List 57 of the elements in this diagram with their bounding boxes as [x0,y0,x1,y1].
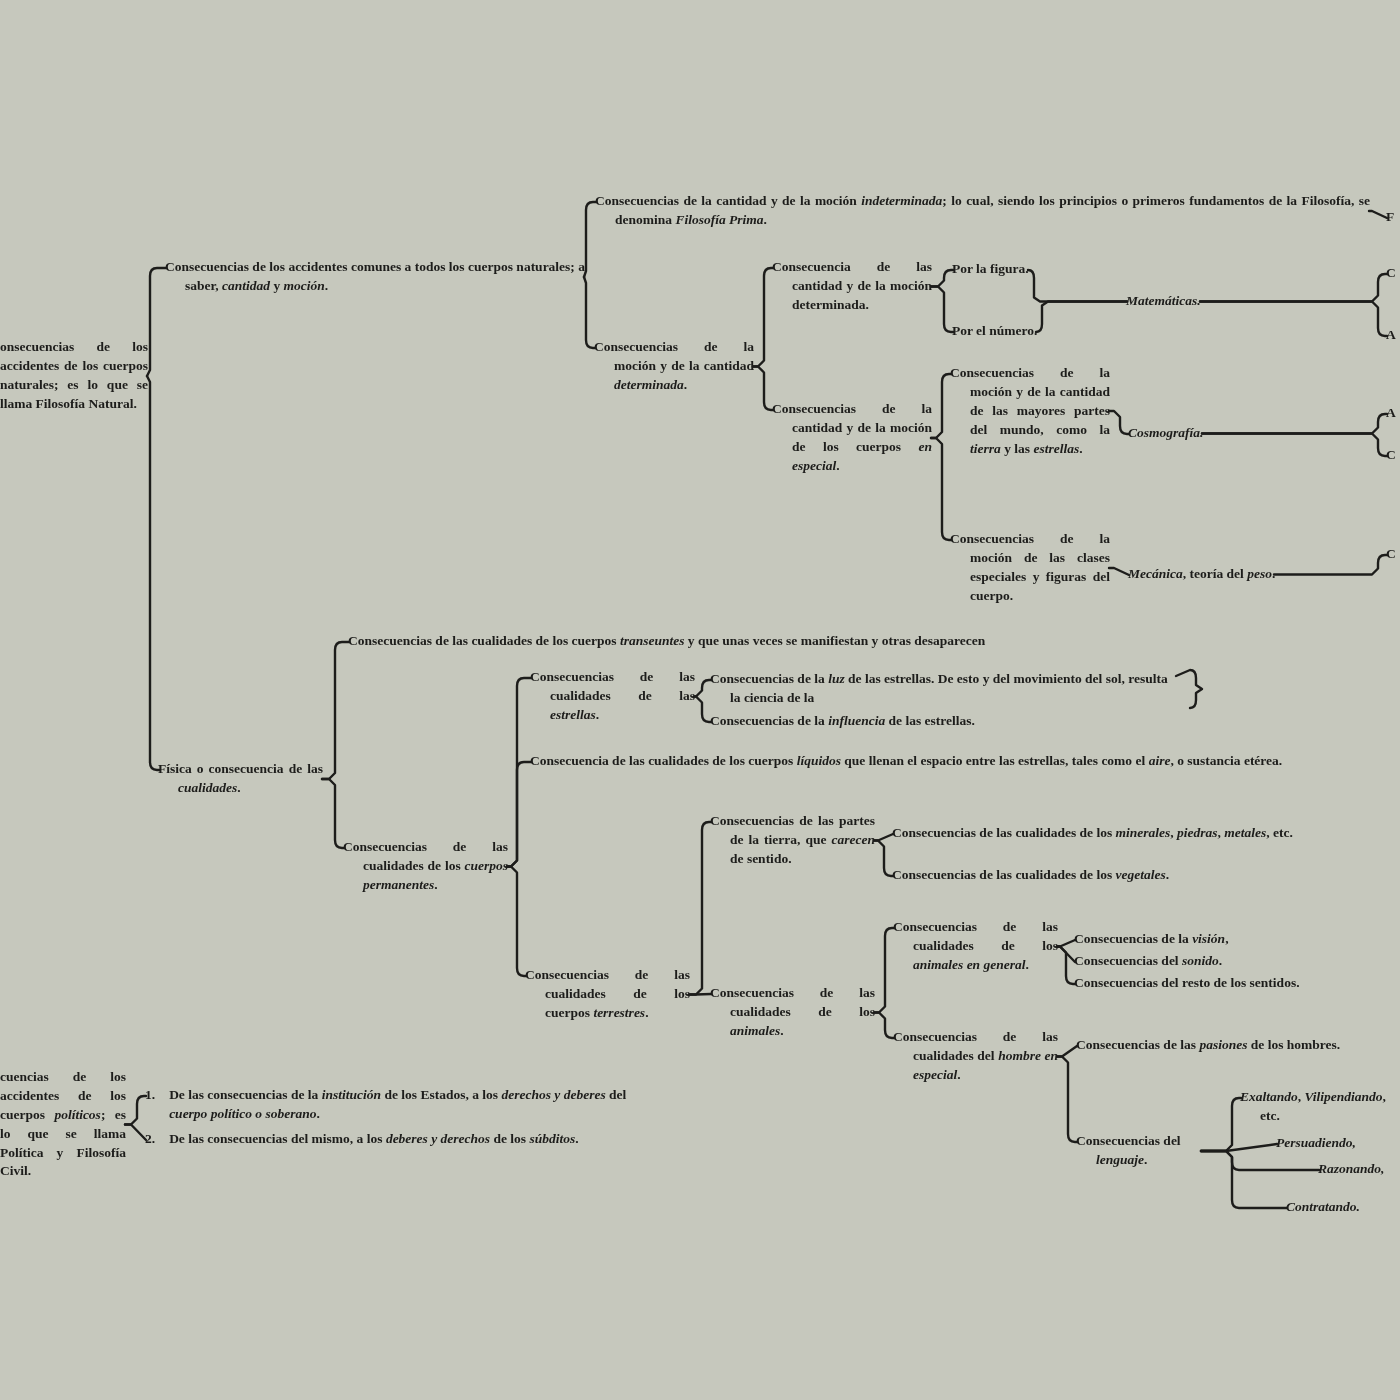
item-number: 1. [145,1086,156,1104]
entry-text: Consecuencia de las cantidad y de la moción determinada. [772,258,932,314]
brace [1174,668,1204,710]
entry-text: Consecuencias de la visión, [1074,930,1229,948]
entry-text: Consecuencias de las cualidades de los animales en general. [893,918,1058,974]
entry-text: Consecuencias del lenguaje. [1076,1132,1182,1169]
entry-text: De las consecuencias del mismo, a los deberes y derechos de los súbditos. [169,1130,580,1148]
entry-text: Matemáticas. [1126,292,1201,310]
entry-text: Física o consecuencia de las cualidades. [158,760,323,797]
entry-text: Consecuencias de la moción y de la cantidad determinada. [594,338,754,394]
entry-text: onsecuencias de los accidentes de los cuerpos naturales; es lo que se llama Filosofía Natural. [0,338,148,413]
entry-text: Consecuencias del sonido. [1074,952,1223,970]
brace [1034,300,1129,334]
entry-text: Exaltando, Vilipendiando, etc. [1240,1088,1387,1125]
entry-text: Consecuencias de las cualidades de los animales. [710,984,875,1040]
brace [872,1011,896,1040]
entry-text: Razonando, [1318,1160,1385,1178]
entry-text: Consecuencias de las cualidades de los minerales, piedras, metales, etc. [892,824,1294,842]
entry-text: Consecuencias de las cualidades de los cuerpos transeuntes y que unas veces se manifiestan y otras desaparecen [348,632,987,650]
entry-text: Consecuencias de los accidentes comunes a todos los cuerpos naturales; a saber, cantidad y moción. [165,258,585,295]
item-number: 2. [145,1130,156,1148]
entry-text: Consecuencias de la moción de las clases especiales y figuras del cuerpo. [950,530,1110,605]
entry-text: Consecuencias de la luz de las estrellas. De esto y del movimiento del sol, resulta la ciencia de la [710,670,1169,707]
brace [1200,432,1389,458]
brace [1199,1149,1289,1210]
entry-text: Por el número. [952,322,1038,340]
entry-text: A [1386,404,1396,422]
entry-text: Consecuencias de las cualidades de los cuerpos permanentes. [343,838,508,894]
brace [123,1123,148,1142]
entry-text: Consecuencias de la cantidad y de la moción indeterminada; lo cual, siendo los principios o primeros fundamentos de la Filosofía, se denomina Filosofía Prima. [595,192,1370,229]
entry-text: Consecuencias de la influencia de las estrellas. [710,712,975,730]
brace [1055,945,1077,986]
entry-text: Por la figura. [952,260,1029,278]
entry-text: Consecuencias de las pasiones de los hombres. [1076,1036,1342,1054]
entry-text: Consecuencia de las cualidades de los cuerpos líquidos que llenan el espacio entre las estrellas, tales como el aire, o sustancia etérea. [530,752,1284,770]
entry-text: Contratando. [1286,1198,1360,1216]
brace [1107,566,1131,577]
entry-text: F [1386,208,1395,226]
entry-text: Consecuencias de la moción y de la cantidad de las mayores partes del mundo, como la tierra y las estrellas. [950,364,1110,458]
brace [692,695,713,724]
entry-text: Consecuencias de las partes de la tierra, que carecen de sentido. [710,812,875,868]
entry-text: Mecánica, teoría del peso. [1128,565,1276,583]
entry-text: Consecuencias del resto de los sentidos. [1074,974,1300,992]
brace [1107,409,1131,436]
entry-text: cuencias de los accidentes de los cuerpos políticos; es lo que se llama Política y Filosofía Civil. [0,1068,126,1181]
entry-text: Consecuencias de las cualidades de las estrellas. [530,668,695,724]
entry-text: A [1386,326,1396,344]
entry-text: Consecuencias de las cualidades del hombre en especial. [893,1028,1058,1084]
brace [687,992,713,996]
entry-text: Persuadiendo, [1276,1134,1356,1152]
entry-text: De las consecuencias de la institución de los Estados, a los derechos y deberes del cuerpo político o soberano. [169,1086,628,1123]
brace [1367,209,1389,220]
entry-text: Consecuencias de las cualidades de los cuerpos terrestres. [525,966,690,1022]
entry-text: Consecuencias de la cantidad y de la moción de los cuerpos en especial. [772,400,932,475]
brace [1198,300,1389,338]
entry-text: Cosmografía. [1128,424,1204,442]
entry-text: Consecuencias de las cualidades de los vegetales. [892,866,1170,884]
